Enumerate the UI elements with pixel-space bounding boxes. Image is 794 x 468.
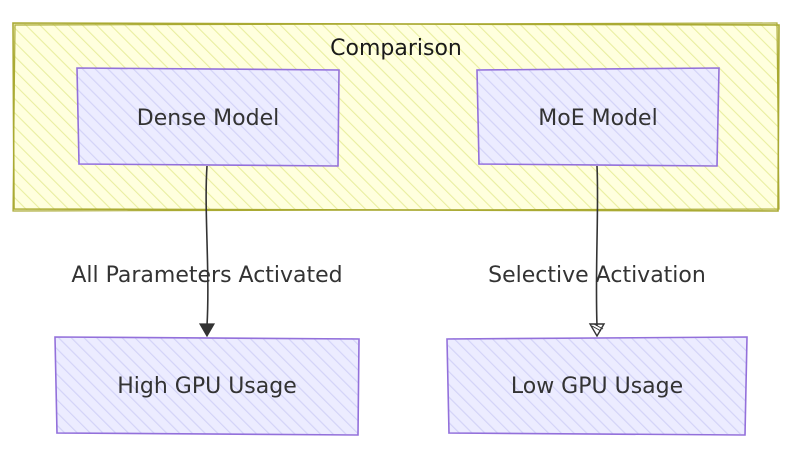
edge-dense-to-high-gpu-arrowhead xyxy=(198,323,216,338)
edge-moe-to-low-gpu xyxy=(588,165,606,338)
edge-dense-to-high-gpu xyxy=(198,165,216,338)
low-gpu-usage-label: Low GPU Usage xyxy=(511,374,683,399)
moe-model-node-border xyxy=(476,67,720,167)
high-gpu-usage-label: High GPU Usage xyxy=(117,374,297,399)
comparison-subgraph-border-2 xyxy=(12,22,780,212)
edge-moe-to-low-gpu-line xyxy=(595,165,599,327)
low-gpu-usage-node-border xyxy=(446,336,748,436)
moe-model-label: MoE Model xyxy=(538,106,657,131)
moe-model-node[interactable]: MoE Model xyxy=(476,67,720,167)
edge-moe-to-low-gpu-arrowhead xyxy=(588,323,606,338)
dense-model-node[interactable]: Dense Model xyxy=(76,67,340,167)
edge-dense-to-high-gpu-line xyxy=(205,165,209,327)
high-gpu-usage-node-border xyxy=(54,336,360,436)
low-gpu-usage-node[interactable]: Low GPU Usage xyxy=(446,336,748,436)
dense-model-node-border xyxy=(76,67,340,167)
edge-moe-to-low-gpu-arrowhead-hatch xyxy=(591,323,604,332)
dense-model-node-hatch xyxy=(78,69,338,165)
high-gpu-usage-node[interactable]: High GPU Usage xyxy=(54,336,360,436)
dense-model-label: Dense Model xyxy=(137,106,279,131)
low-gpu-usage-node-hatch xyxy=(448,338,746,434)
edge-label-all-parameters-activated: All Parameters Activated xyxy=(71,263,342,288)
comparison-subgraph-title: Comparison xyxy=(330,36,462,61)
moe-model-node-hatch xyxy=(478,69,718,165)
high-gpu-usage-node-hatch xyxy=(56,338,358,434)
edge-label-selective-activation: Selective Activation xyxy=(488,263,706,288)
